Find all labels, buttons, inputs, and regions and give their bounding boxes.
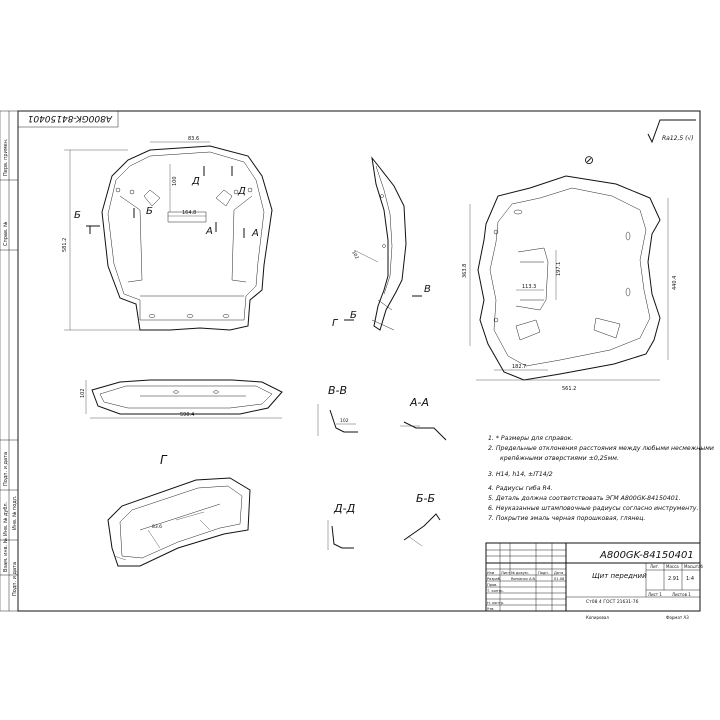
note-6: 6. Неуказанные штамповочные радиусы согл… xyxy=(488,505,698,512)
note-2b: крепёжными отверстиями ±0,25мм. xyxy=(500,454,619,462)
note-2: 2. Предельные отклонения расстояния межд… xyxy=(488,444,714,452)
label-d-2: Д xyxy=(237,186,246,197)
label-section-dd: Д-Д xyxy=(333,502,356,515)
strip-label: Инв. № дубл. xyxy=(3,501,9,536)
strip-label: Инв. № подл. xyxy=(12,495,18,530)
section-bb: Б-Б xyxy=(403,492,441,547)
flat-pattern-view xyxy=(477,175,661,381)
label-d-1: Д xyxy=(191,176,200,187)
stamp-cell: Н. контр. xyxy=(487,601,504,605)
side-strip-dividers xyxy=(0,111,18,611)
hdr-lit: Лит. xyxy=(650,564,659,569)
stamp-cell: № докум. xyxy=(511,571,529,575)
sheet-label: Лист 1 xyxy=(648,592,662,597)
svg-text:Ra12,5 (√): Ra12,5 (√) xyxy=(662,135,694,142)
sheets-label: Листов 1 xyxy=(672,592,691,597)
flat-pattern-dimensions: 440.4 561.2 363.8 182.7 113.3 197.1 ⊘ xyxy=(462,153,678,392)
note-1: 1. * Размеры для справок. xyxy=(488,435,573,442)
stamp-cell: 01.08 xyxy=(554,577,565,581)
dim-right-slot-h: 197.1 xyxy=(556,262,562,276)
strip-label: Взам. инв. № xyxy=(3,537,9,572)
stamp-cell: Пров. xyxy=(487,583,497,587)
roughness-symbol: Ra12,5 (√) xyxy=(647,119,696,144)
front-view-dimensions: 83.6 581.2 100 164.8 xyxy=(62,136,210,331)
title-material: Ст08 4 ГОСТ 21631-76 xyxy=(586,599,639,605)
front-view xyxy=(101,145,273,331)
dim-slot-height: 100 xyxy=(172,176,178,186)
rotated-code-box xyxy=(17,110,119,128)
mass-value: 2.91 xyxy=(668,576,679,582)
title-block xyxy=(485,542,701,612)
technical-notes: 1. * Размеры для справок. 2. Предельные … xyxy=(488,435,714,522)
isometric-view-g: Г 83.6 xyxy=(107,453,251,567)
stamp-cell: Лист xyxy=(501,571,510,575)
stamp-cell: Т. контр. xyxy=(486,589,504,593)
dim-top-width: 83.6 xyxy=(188,136,199,142)
dim-overall-width: 590.4 xyxy=(180,412,194,418)
side-view xyxy=(371,156,407,331)
dim-right-height: 440.4 xyxy=(672,276,678,290)
note-3: 3. H14, h14, ±IT14/2 xyxy=(488,471,553,478)
note-4: 4. Радиусы гиба R4. xyxy=(488,484,553,492)
dim-iso-1: 83.6 xyxy=(152,524,162,530)
label-section-bb: Б-Б xyxy=(416,492,435,505)
note-5: 5. Деталь должна соответствовать ЭГМ A80… xyxy=(488,495,681,502)
front-view-section-marks: Б Б Д Д А А xyxy=(74,166,259,239)
stamp-cell: Разраб. xyxy=(487,577,501,581)
section-dd: Д-Д xyxy=(327,502,356,550)
stamp-cell: Дата xyxy=(554,571,563,575)
dim-right-inner: 363.8 xyxy=(462,264,468,278)
side-view-marks: 102 В Г Б xyxy=(332,249,431,329)
dim-right-width: 561.2 xyxy=(562,386,576,392)
side-strip-labels: Перв. примен. Справ. № Подп. и дата Инв.… xyxy=(3,138,18,596)
section-aa: А-А xyxy=(400,396,447,441)
label-g-side: Г xyxy=(332,318,339,329)
dim-slot-width: 164.8 xyxy=(182,210,196,216)
title-code: A800GK-84150401 xyxy=(599,550,694,561)
dim-right-slot: 113.3 xyxy=(522,284,536,290)
label-b-left: Б xyxy=(74,210,81,221)
stamp-cell: Утв. xyxy=(487,607,495,611)
title-name: Щит передний xyxy=(592,572,647,580)
label-v-side: В xyxy=(424,284,431,295)
label-section-vv: В-В xyxy=(328,384,347,397)
hdr-mass: Масса xyxy=(666,564,679,569)
strip-label: Подп. и дата xyxy=(3,452,9,486)
drawing-frame xyxy=(17,110,701,612)
stamp-cell: Romanov A.B. xyxy=(511,577,536,581)
dim-front-height: 102 xyxy=(80,388,86,398)
stamp-cell: Подп. xyxy=(538,571,549,575)
rotated-code: A800GK-84150401 xyxy=(28,113,113,123)
stamp-rows: Изм Лист № докум. Подп. Дата Разраб. Rom… xyxy=(486,571,565,611)
dim-vv: 102 xyxy=(340,418,349,424)
stamp-cell: Изм xyxy=(487,571,495,575)
dim-right-side: 182.7 xyxy=(512,364,526,370)
hdr-scale: Масштаб xyxy=(684,564,704,569)
label-a-1: А xyxy=(205,226,213,237)
scale-value: 1:4 xyxy=(686,576,694,582)
dim-side-1: 102 xyxy=(350,250,360,261)
label-g-view: Г xyxy=(160,453,168,467)
flat-pattern-mark: ⊘ xyxy=(584,153,594,167)
format-label: Формат A3 xyxy=(666,615,689,620)
strip-label: Справ. № xyxy=(3,221,9,246)
strip-label: Подп. и дата xyxy=(12,562,18,596)
label-a-2: А xyxy=(251,228,259,239)
copied-label: Копировал xyxy=(586,615,609,620)
strip-label: Перв. примен. xyxy=(3,138,9,176)
elevation-dimensions: 590.4 102 xyxy=(80,380,282,419)
label-section-aa: А-А xyxy=(409,396,429,409)
label-b-mid: Б xyxy=(146,206,153,217)
note-7: 7. Покрытие эмаль черная порошковая, гля… xyxy=(488,515,645,522)
label-b-side: Б xyxy=(350,310,357,321)
dim-overall-height: 581.2 xyxy=(62,238,68,252)
elevation-view xyxy=(91,379,283,415)
section-vv: В-В 102 xyxy=(317,384,358,436)
